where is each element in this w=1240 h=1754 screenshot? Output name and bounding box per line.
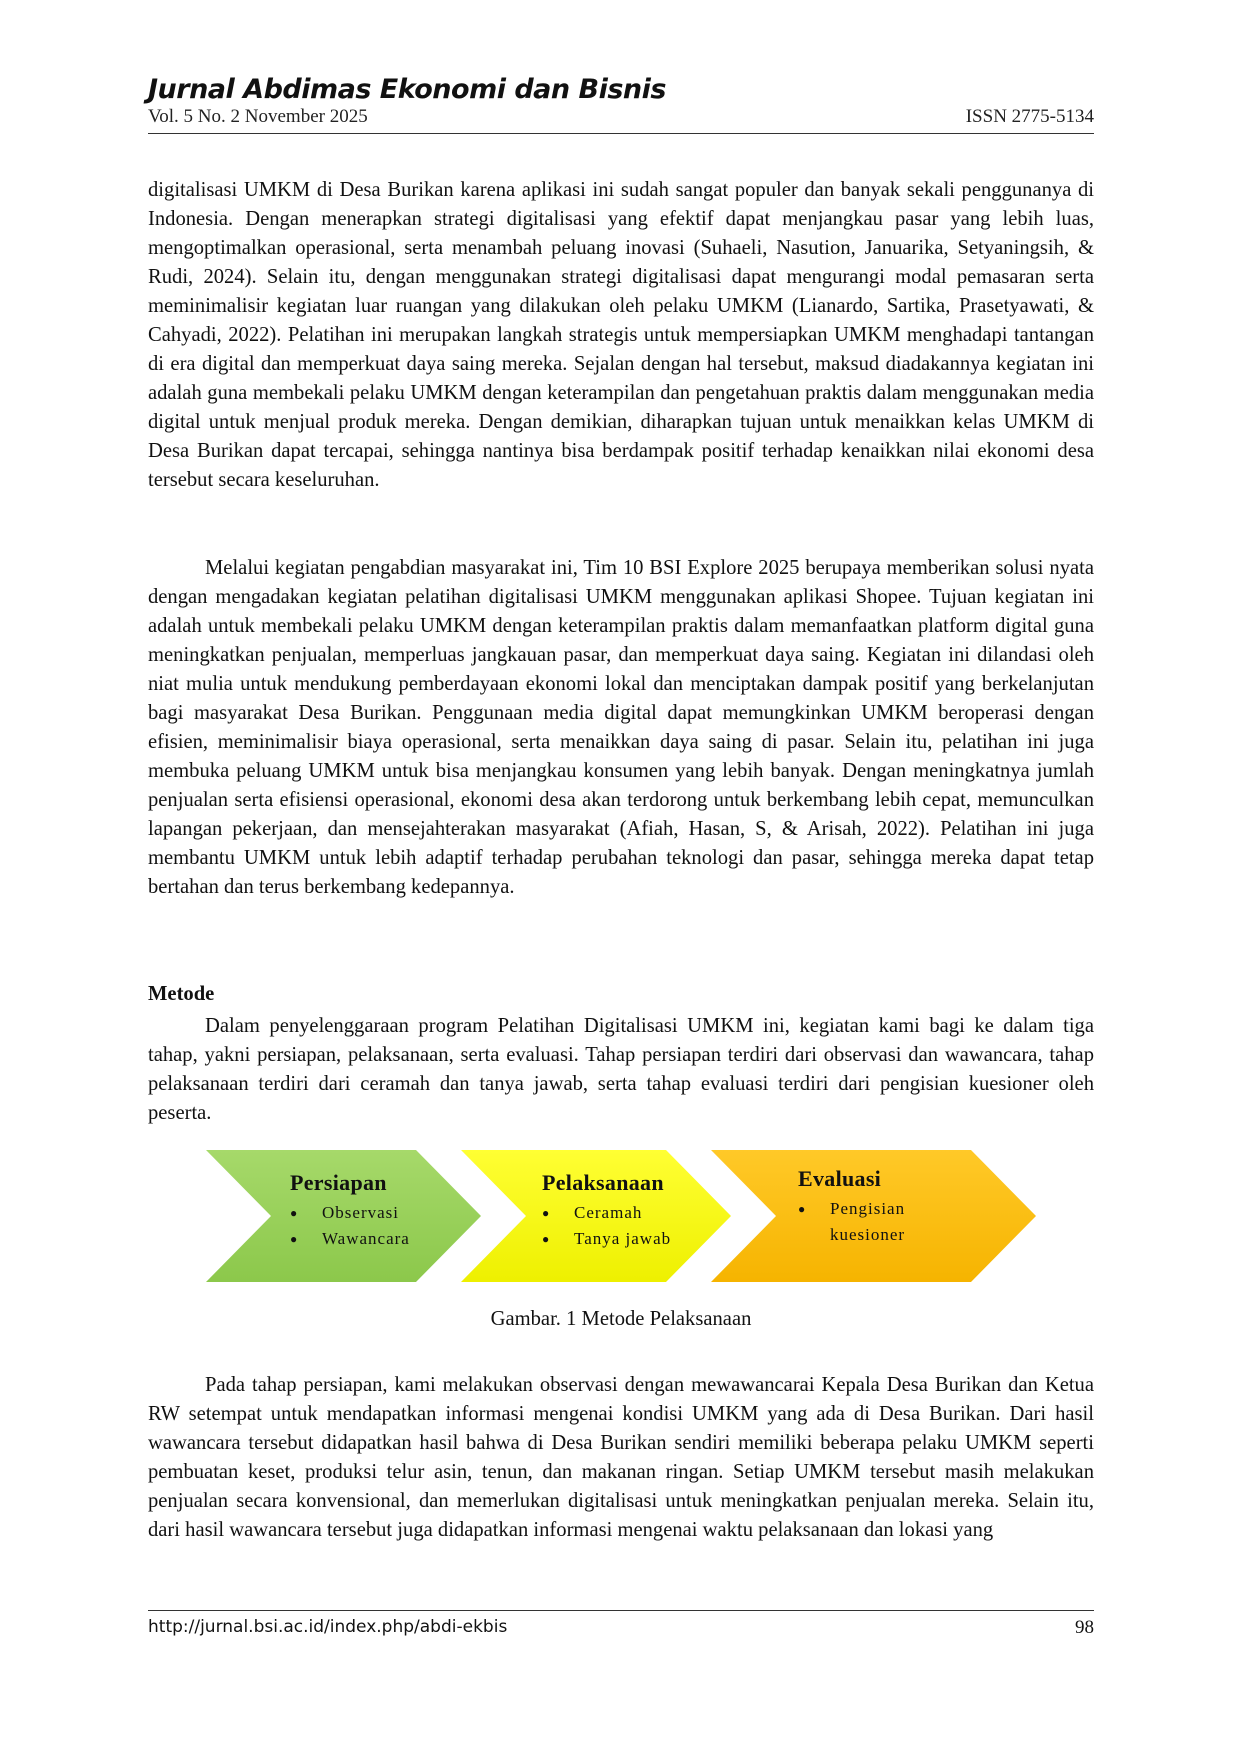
chevron-pelaksanaan xyxy=(461,1150,731,1282)
stage-pelaksanaan: Pelaksanaan ● Ceramah ● Tanya jawab xyxy=(542,1170,671,1252)
volume-info: Vol. 5 No. 2 November 2025 xyxy=(148,106,368,127)
chevron-persiapan xyxy=(206,1150,481,1282)
stage-item-label: Tanya jawab xyxy=(574,1229,672,1248)
stage-item: ● Tanya jawab xyxy=(542,1226,671,1252)
page-footer: http://jurnal.bsi.ac.id/index.php/abdi-e… xyxy=(148,1617,1094,1639)
stage-item: ● Ceramah xyxy=(542,1200,671,1226)
section-heading: Metode xyxy=(148,983,215,1005)
stage-title: Pelaksanaan xyxy=(542,1170,664,1195)
bullet-icon: ● xyxy=(290,1206,299,1220)
stage-item-label: Observasi xyxy=(322,1203,399,1222)
bullet-icon: ● xyxy=(542,1232,551,1246)
stage-item: ● Wawancara xyxy=(290,1226,410,1252)
stage-persiapan: Persiapan ● Observasi ● Wawancara xyxy=(290,1170,410,1252)
body-paragraph: Pada tahap persiapan, kami melakukan obs… xyxy=(148,1374,1094,1541)
issn: ISSN 2775-5134 xyxy=(965,106,1094,127)
stage-title: Evaluasi xyxy=(798,1166,882,1191)
stage-item: ● Observasi xyxy=(290,1200,410,1226)
stage-title: Persiapan xyxy=(290,1170,387,1195)
body-paragraph: Melalui kegiatan pengabdian masyarakat i… xyxy=(148,557,1094,898)
bullet-icon: ● xyxy=(798,1202,807,1216)
stage-evaluasi: Evaluasi ● Pengisian kuesioner xyxy=(798,1166,948,1248)
header-meta: Vol. 5 No. 2 November 2025 ISSN 2775-513… xyxy=(148,106,1094,128)
stage-item-label: Ceramah xyxy=(574,1203,643,1222)
header-divider xyxy=(148,133,1094,134)
chevron-evaluasi xyxy=(711,1150,1036,1282)
journal-title: Jurnal Abdimas Ekonomi dan Bisnis xyxy=(148,74,666,105)
journal-url-link[interactable]: http://jurnal.bsi.ac.id/index.php/abdi-e… xyxy=(148,1617,508,1637)
footer-divider xyxy=(148,1610,1094,1611)
bullet-icon: ● xyxy=(542,1206,551,1220)
stage-item-label: Wawancara xyxy=(322,1229,410,1248)
figure-caption: Gambar. 1 Metode Pelaksanaan xyxy=(490,1308,752,1330)
chevron-arrows xyxy=(206,1150,1036,1282)
body-paragraph: digitalisasi UMKM di Desa Burikan karena… xyxy=(148,179,1094,491)
stage-item-label: Pengisian kuesioner xyxy=(830,1199,906,1244)
method-diagram: Persiapan ● Observasi ● Wawancara Pelaksan… xyxy=(206,1150,1036,1282)
body-paragraph: Dalam penyelenggaraan program Pelatihan … xyxy=(148,1015,1094,1124)
stage-item: ● Pengisian kuesioner xyxy=(798,1196,948,1248)
page-number: 98 xyxy=(1075,1617,1094,1638)
bullet-icon: ● xyxy=(290,1232,299,1246)
